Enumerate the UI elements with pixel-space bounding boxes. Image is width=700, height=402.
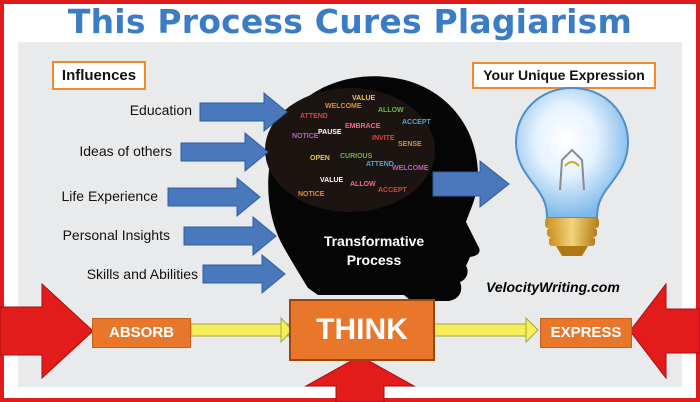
brain-word: VALUE	[352, 95, 376, 102]
red-arrow-bottom	[304, 355, 416, 402]
brain-word: WELCOME	[392, 165, 429, 172]
influence-education: Education	[129, 102, 192, 118]
arrow-education	[199, 91, 288, 133]
stage-think: THINK	[289, 299, 435, 361]
stage-express: EXPRESS	[540, 318, 632, 348]
influence-ideas-of-others: Ideas of others	[79, 143, 172, 159]
diagram-title: This Process Cures Plagiarism	[67, 2, 633, 41]
brain-word: ATTEND	[366, 161, 394, 168]
brain-word: ALLOW	[350, 181, 376, 188]
arrow-skills	[202, 253, 286, 295]
brain-word: SENSE	[398, 141, 422, 148]
influence-life-experience: Life Experience	[61, 188, 158, 204]
arrow-ideas	[180, 131, 269, 173]
brain-region	[265, 88, 435, 212]
brain-word: EMBRACE	[345, 123, 381, 130]
brain-word: ACCEPT	[378, 187, 408, 194]
brain-word: ATTEND	[300, 113, 328, 120]
arrow-to-bulb	[432, 159, 510, 209]
brain-word: ACCEPT	[402, 119, 432, 126]
transformative-process-label: Transformative Process	[304, 232, 444, 270]
arrow-life	[167, 176, 261, 218]
influence-personal-insights: Personal Insights	[62, 227, 170, 243]
brain-word: ALLOW	[378, 107, 404, 114]
brain-word: CURIOUS	[340, 153, 373, 160]
unique-expression-label: Your Unique Expression	[472, 62, 656, 89]
brain-word: OPEN	[310, 155, 330, 162]
influence-skills-abilities: Skills and Abilities	[86, 266, 198, 282]
website-label: VelocityWriting.com	[486, 279, 620, 295]
influences-label: Influences	[52, 61, 146, 90]
red-arrow-left	[0, 282, 94, 380]
arrow-personal	[183, 215, 277, 257]
light-bulb	[514, 86, 630, 256]
transform-line-2: Process	[346, 252, 402, 268]
brain-word: INVITE	[372, 135, 395, 142]
brain-word: WELCOME	[325, 103, 362, 110]
brain-word: NOTICE	[298, 191, 325, 198]
brain-word: NOTICE	[292, 133, 319, 140]
transform-line-1: Transformative	[323, 233, 425, 249]
red-arrow-right	[629, 282, 700, 380]
brain-word: PAUSE	[318, 129, 342, 136]
flow-think-to-express	[432, 316, 539, 344]
stage-absorb: ABSORB	[92, 318, 191, 348]
flow-absorb-to-think	[190, 316, 293, 344]
brain-word: VALUE	[320, 177, 344, 184]
